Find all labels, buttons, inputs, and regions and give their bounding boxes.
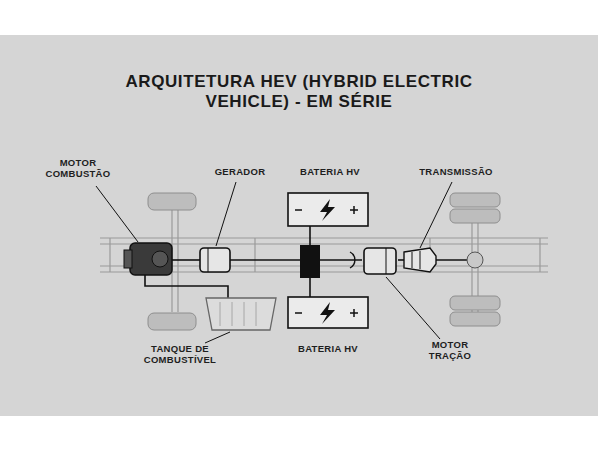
part-label: TRANSMISSÃO [419,167,493,178]
traction-motor [350,248,396,274]
part-label: BATERIA HV [298,344,358,355]
combustion-engine [124,243,172,275]
wheels [148,193,500,330]
part-label: GERADOR [215,167,266,178]
transmission [404,248,483,272]
battery-bottom [288,297,368,328]
part-label: TANQUE DE COMBUSTÍVEL [136,344,224,366]
diagram-title: ARQUITETURA HEV (HYBRID ELECTRIC VEHICLE… [119,72,479,113]
generator [200,248,230,272]
part-label: MOTOR TRAÇÃO [421,340,479,362]
power-converter [300,245,320,278]
part-label: MOTOR COMBUSTÃO [39,158,117,180]
battery-top [288,193,368,226]
fuel-tank [206,298,276,330]
wires [145,226,470,298]
photo-ground [0,35,598,416]
leader-lines [96,182,452,343]
part-label: BATERIA HV [300,167,360,178]
